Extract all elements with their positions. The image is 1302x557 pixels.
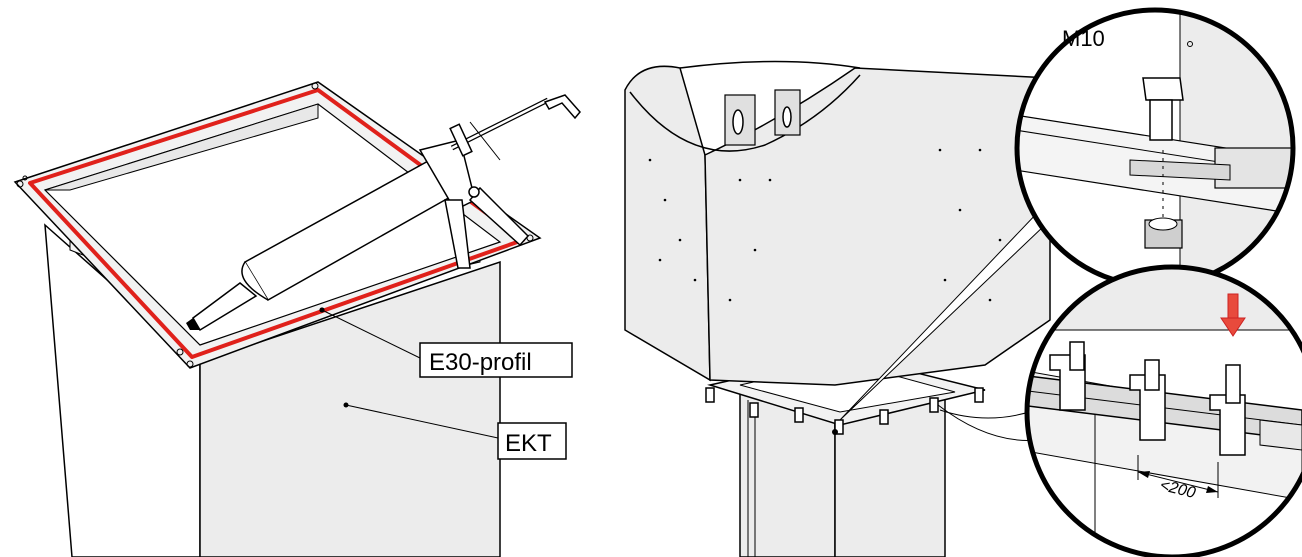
bolt-size-label: M10 (1062, 26, 1105, 51)
detail-clamp-circle: <200 (1024, 264, 1302, 557)
ekt-callout: EKT (343, 402, 567, 460)
hood-unit (624, 60, 1051, 557)
red-down-arrow-icon (1220, 293, 1246, 337)
e30-profile-frame (13, 81, 542, 369)
ekt-label: EKT (505, 430, 552, 457)
frame-clamps (705, 387, 984, 435)
caulking-gun-icon (186, 94, 581, 332)
e30-profile-label: E30-profil (429, 349, 532, 376)
rivet-dots (648, 148, 1002, 302)
e30-profile-callout: E30-profil (319, 307, 573, 378)
detail-bolt-circle: M10 (1014, 7, 1296, 289)
clamp-2 (1129, 359, 1166, 441)
clamp-1 (1049, 341, 1086, 411)
clamp-3 (1209, 364, 1246, 456)
